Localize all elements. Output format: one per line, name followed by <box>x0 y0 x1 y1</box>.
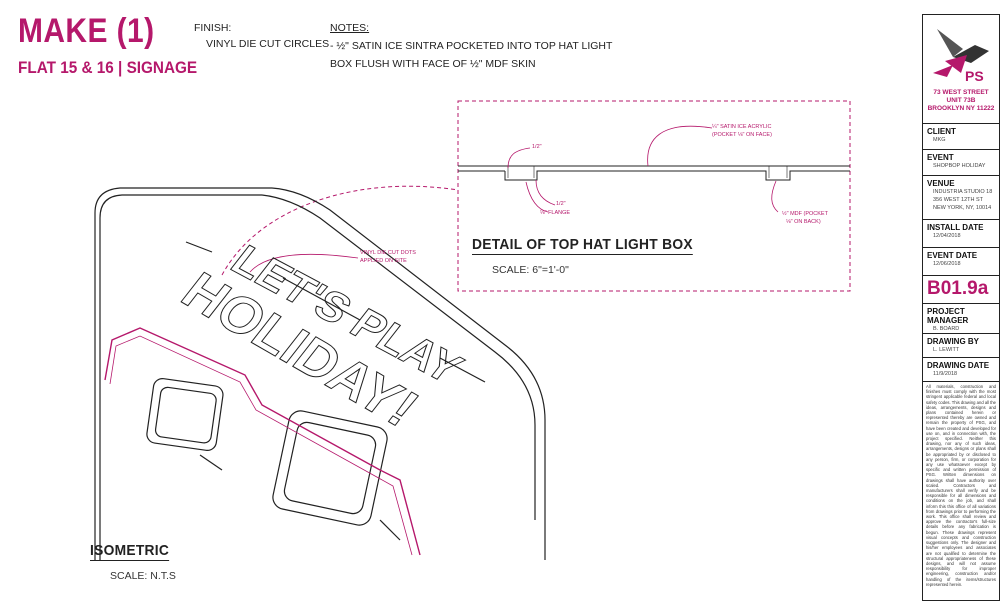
isometric-sign <box>94 187 546 560</box>
venue-line-3: NEW YORK, NY, 10014 <box>933 205 992 211</box>
detail-leaders <box>507 125 779 213</box>
callout-flange: ⅛" FLANGE <box>540 210 571 216</box>
hummingbird-logo: PS <box>933 29 989 84</box>
detail-title: DETAIL OF TOP HAT LIGHT BOX <box>472 236 693 255</box>
address-line-1: 73 WEST STREET <box>933 89 989 96</box>
light-box-inner <box>109 335 413 556</box>
install-date-value: 12/04/2018 <box>933 233 961 239</box>
pm-section: PROJECT MANAGER B. BOARD <box>923 303 999 334</box>
isometric-scale: SCALE: N.T.S <box>110 570 176 582</box>
isometric-title: ISOMETRIC <box>90 542 170 561</box>
install-date-section: INSTALL DATE 12/04/2018 <box>923 219 999 248</box>
venue-section: VENUE INDUSTRIA STUDIO 18 356 WEST 12TH … <box>923 175 999 220</box>
detail-leader-arc <box>221 185 459 276</box>
notes-label: NOTES: <box>330 22 370 34</box>
vinyl-note-1: VINYL DIE CUT DOTS <box>360 250 416 256</box>
light-box-outline <box>104 327 421 556</box>
address-line-3: BROOKLYN NY 11222 <box>927 105 995 112</box>
legal-disclaimer: All materials, construction and finishes… <box>926 384 996 587</box>
drawing-code: B01.9a <box>927 278 989 299</box>
event-section: EVENT SHOPBOP HOLIDAY <box>923 149 999 180</box>
drawn-by-section: DRAWING BY L. LEWITT <box>923 333 999 360</box>
drawn-by-label: DRAWING BY <box>927 337 979 346</box>
drawing-date-section: DRAWING DATE 11/9/2018 <box>923 357 999 384</box>
drawing-date-label: DRAWING DATE <box>927 361 990 370</box>
venue-line-2: 356 WEST 12TH ST <box>933 197 984 203</box>
client-section: CLIENT MKG <box>923 123 999 154</box>
install-date-label: INSTALL DATE <box>927 223 984 232</box>
legal-section: All materials, construction and finishes… <box>923 381 999 600</box>
callout-acrylic-2: (POCKET ⅛" ON FACE) <box>712 132 772 138</box>
callout-dim-left: 1/2" <box>532 144 542 150</box>
event-date-label: EVENT DATE <box>927 251 978 260</box>
drawing-title: MAKE (1) <box>18 12 155 50</box>
vinyl-note-2: APPLIED ON SITE <box>360 258 407 264</box>
client-label: CLIENT <box>927 127 956 136</box>
callout-mdf-1: ½" MDF (POCKET <box>782 211 828 217</box>
title-block: PS 73 WEST STREET UNIT 73B BROOKLYN NY 1… <box>922 14 1000 601</box>
callout-acrylic-1: ¼" SATIN ICE ACRYLIC <box>712 124 772 130</box>
finish-label: FINISH: <box>194 22 232 34</box>
pm-value: B. BOARD <box>933 326 960 332</box>
notes-line-2: BOX FLUSH WITH FACE OF ½" MDF SKIN <box>330 58 536 70</box>
logo-text: PS <box>965 68 984 84</box>
drawing-canvas: LET'S PLAY HOLIDAY! <box>94 100 851 560</box>
venue-label: VENUE <box>927 179 955 188</box>
pm-label: PROJECT MANAGER <box>927 307 969 325</box>
event-label: EVENT <box>927 153 954 162</box>
finish-value: VINYL DIE CUT CIRCLES <box>206 38 330 50</box>
notes-line-1: - ½" SATIN ICE SINTRA POCKETED INTO TOP … <box>330 40 613 52</box>
event-date-value: 12/06/2018 <box>933 261 961 267</box>
detail-scale: SCALE: 6"=1'-0" <box>492 264 569 276</box>
drawing-date-value: 11/9/2018 <box>933 371 958 377</box>
vinyl-note-leader <box>249 253 359 273</box>
event-date-section: EVENT DATE 12/06/2018 <box>923 247 999 276</box>
event-value: SHOPBOP HOLIDAY <box>933 163 986 169</box>
top-hat-section <box>458 165 850 181</box>
detail-box <box>457 100 851 292</box>
address-line-2: UNIT 73B <box>946 97 976 104</box>
venue-line-1: INDUSTRIA STUDIO 18 <box>933 189 993 195</box>
callout-mdf-2: ⅛" ON BACK) <box>786 219 821 225</box>
callout-dim-mid: 1/2" <box>556 201 566 207</box>
drawn-by-value: L. LEWITT <box>933 347 960 353</box>
drawing-subtitle: FLAT 15 & 16 | SIGNAGE <box>18 58 198 77</box>
client-value: MKG <box>933 137 946 143</box>
drawing-code-section: B01.9a <box>923 275 999 304</box>
